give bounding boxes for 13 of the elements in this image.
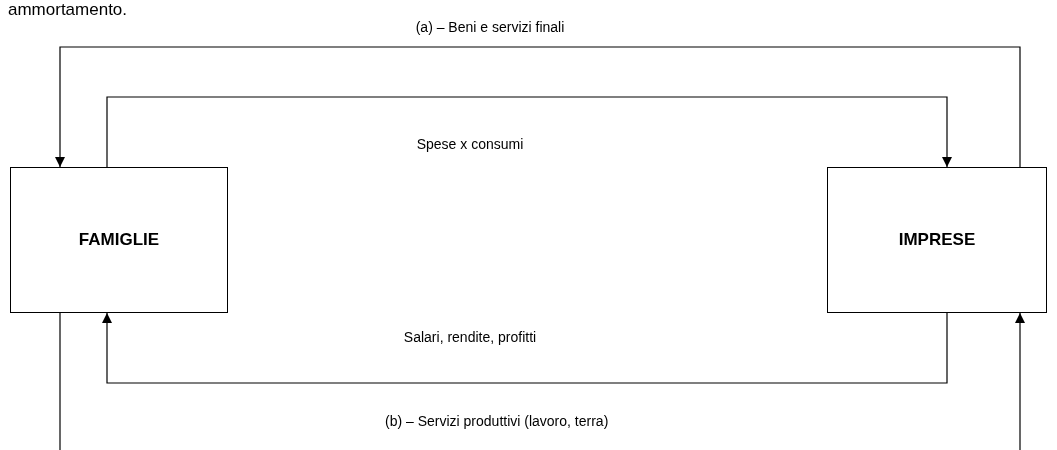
edge-label: Spese x consumi [414, 136, 526, 152]
text-label: (b) – Servizi produttivi (lavoro, terra) [385, 413, 609, 429]
text-label: ammortamento. [8, 0, 128, 20]
node-label: FAMIGLIE [78, 230, 160, 250]
process-box [10, 167, 228, 313]
node-label: IMPRESE [898, 230, 976, 250]
arrow [106, 96, 952, 168]
edge-label: (a) – Beni e servizi finali [413, 19, 567, 35]
edge-label: Salari, rendite, profitti [401, 329, 539, 345]
arrow [55, 46, 1021, 168]
process-box [827, 167, 1047, 313]
arrow [1015, 312, 1025, 450]
arrow [102, 312, 948, 384]
